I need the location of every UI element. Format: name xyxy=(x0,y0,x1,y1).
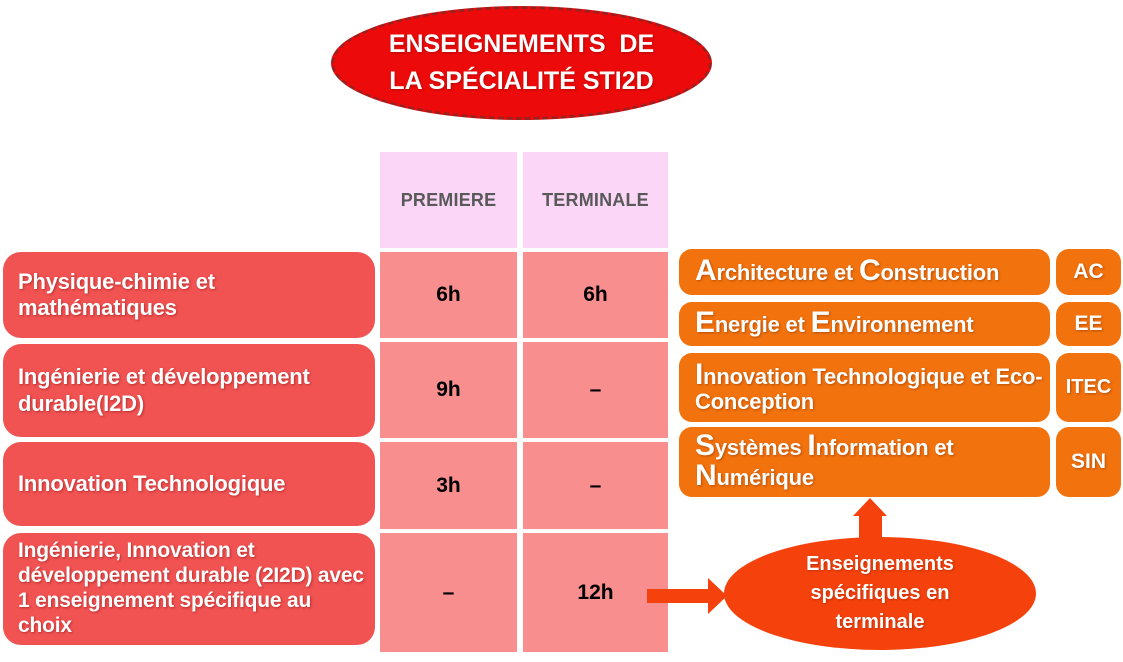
cell-terminale-innovation: – xyxy=(523,442,668,529)
specialty-badge-ac: AC xyxy=(1056,249,1121,295)
cell-premiere-innovation: 3h xyxy=(380,442,517,529)
specialty-label-0: Architecture et Construction xyxy=(695,254,1000,287)
callout-ellipse: Enseignements spécifiques en terminale xyxy=(724,537,1036,650)
column-header-terminale: TERMINALE xyxy=(523,152,668,248)
specialty-box-ac: Architecture et Construction xyxy=(679,249,1050,295)
specialty-badge-itec: ITEC xyxy=(1056,353,1121,422)
course-label: Physique-chimie et mathématiques xyxy=(18,268,215,320)
arrow-up-head-icon xyxy=(853,498,887,516)
cell-premiere-physique: 6h xyxy=(380,252,517,338)
specialty-label-2: Innovation Technologique et Eco-Concepti… xyxy=(695,357,1043,414)
cell-terminale-2i2d: 12h xyxy=(523,533,668,652)
specialty-label-3: Systèmes Information et Numérique xyxy=(695,429,954,492)
course-label: Ingénierie, Innovation et développement … xyxy=(18,539,364,637)
cell-premiere-i2d: 9h xyxy=(380,342,517,438)
specialty-badge-ee: EE xyxy=(1056,302,1121,346)
specialty-badge-sin: SIN xyxy=(1056,427,1121,497)
cell-terminale-i2d: – xyxy=(523,342,668,438)
title-ellipse: ENSEIGNEMENTS DE LA SPÉCIALITÉ STI2D xyxy=(331,6,712,120)
specialty-box-ee: Energie et Environnement xyxy=(679,302,1050,346)
column-header-premiere: PREMIERE xyxy=(380,152,517,248)
course-box-innovation-technologique: Innovation Technologique xyxy=(3,442,375,526)
specialty-label-1: Energie et Environnement xyxy=(695,306,974,339)
page-title: ENSEIGNEMENTS DE LA SPÉCIALITÉ STI2D xyxy=(388,29,655,96)
course-label: Innovation Technologique xyxy=(18,470,286,496)
arrow-right-icon xyxy=(647,589,709,603)
specialty-box-sin: Systèmes Information et Numérique xyxy=(679,427,1050,497)
hours-table: PREMIERE TERMINALE 6h 6h 9h – 3h – – 12h xyxy=(380,152,668,652)
course-box-2i2d: Ingénierie, Innovation et développement … xyxy=(3,533,375,645)
arrow-right-head-icon xyxy=(708,578,727,614)
cell-terminale-physique: 6h xyxy=(523,252,668,338)
callout-text: Enseignements spécifiques en terminale xyxy=(806,553,954,633)
course-label: Ingénierie et développement durable(I2D) xyxy=(18,364,310,416)
specialty-box-itec: Innovation Technologique et Eco-Concepti… xyxy=(679,353,1050,422)
course-box-physique-chimie: Physique-chimie et mathématiques xyxy=(3,252,375,338)
course-box-i2d: Ingénierie et développement durable(I2D) xyxy=(3,344,375,437)
cell-premiere-2i2d: – xyxy=(380,533,517,652)
